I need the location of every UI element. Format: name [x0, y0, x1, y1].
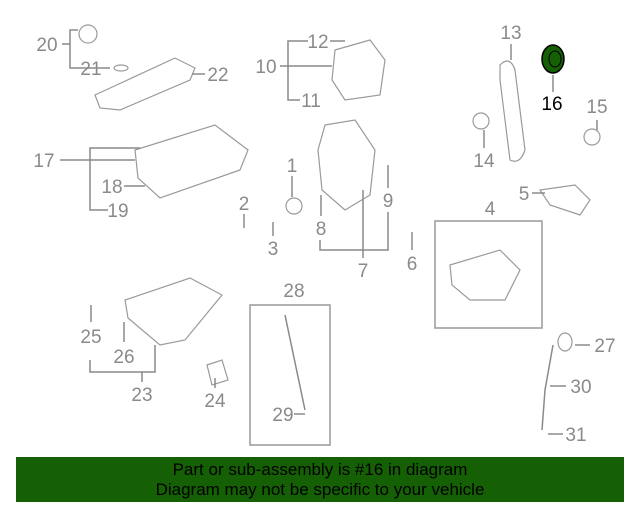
seal-27 — [557, 332, 573, 352]
banner-line-1: Part or sub-assembly is #16 in diagram — [172, 460, 468, 479]
idler-14 — [472, 112, 490, 130]
label-21[interactable]: 21 — [80, 59, 101, 80]
leader-lines — [60, 29, 598, 435]
label-25[interactable]: 25 — [80, 327, 101, 348]
oil-pump — [449, 249, 521, 301]
label-17[interactable]: 17 — [33, 151, 54, 172]
label-6[interactable]: 6 — [407, 254, 418, 275]
tensioner-15 — [583, 128, 601, 146]
label-8[interactable]: 8 — [316, 219, 327, 240]
label-22[interactable]: 22 — [207, 65, 228, 86]
label-7[interactable]: 7 — [358, 261, 369, 282]
dipstick-tube-30 — [541, 344, 554, 431]
label-15[interactable]: 15 — [586, 97, 607, 118]
label-4[interactable]: 4 — [485, 199, 496, 220]
oil-pan — [124, 277, 223, 346]
label-18[interactable]: 18 — [101, 177, 122, 198]
label-12[interactable]: 12 — [307, 32, 328, 53]
info-banner: Part or sub-assembly is #16 in diagram D… — [16, 457, 624, 502]
label-31[interactable]: 31 — [565, 425, 586, 446]
timing-cover-upper — [331, 39, 386, 101]
callout-labels: 20 21 22 12 10 11 13 16 15 14 17 18 19 1… — [33, 23, 615, 446]
label-30[interactable]: 30 — [570, 377, 591, 398]
label-24[interactable]: 24 — [204, 391, 226, 412]
label-16[interactable]: 16 — [541, 94, 562, 115]
label-20[interactable]: 20 — [36, 35, 57, 56]
gasket-5 — [538, 184, 591, 216]
part-16-highlighted[interactable] — [541, 44, 565, 74]
engine-cover — [94, 57, 196, 111]
label-11[interactable]: 11 — [301, 91, 321, 112]
label-9[interactable]: 9 — [383, 191, 394, 212]
banner-line-2: Diagram may not be specific to your vehi… — [155, 480, 485, 499]
timing-belt — [499, 60, 526, 162]
label-3[interactable]: 3 — [268, 239, 279, 260]
label-26[interactable]: 26 — [113, 347, 134, 368]
bracket-24 — [206, 359, 229, 386]
gasket-21 — [113, 64, 129, 72]
dipstick — [284, 314, 306, 411]
label-27[interactable]: 27 — [594, 336, 615, 357]
oil-filler-cap — [78, 24, 98, 44]
label-2[interactable]: 2 — [239, 194, 250, 215]
label-23[interactable]: 23 — [131, 385, 152, 406]
label-1[interactable]: 1 — [287, 156, 298, 177]
label-13[interactable]: 13 — [500, 23, 521, 44]
timing-cover-lower — [317, 119, 376, 211]
label-19[interactable]: 19 — [107, 201, 128, 222]
pulley-1 — [285, 197, 303, 215]
part-shapes — [78, 24, 601, 446]
label-14[interactable]: 14 — [473, 151, 495, 172]
label-5[interactable]: 5 — [519, 184, 530, 205]
label-29[interactable]: 29 — [272, 405, 293, 426]
label-28[interactable]: 28 — [283, 281, 304, 302]
valve-cover — [134, 124, 249, 199]
dipstick-box — [249, 304, 331, 446]
label-10[interactable]: 10 — [255, 57, 276, 78]
